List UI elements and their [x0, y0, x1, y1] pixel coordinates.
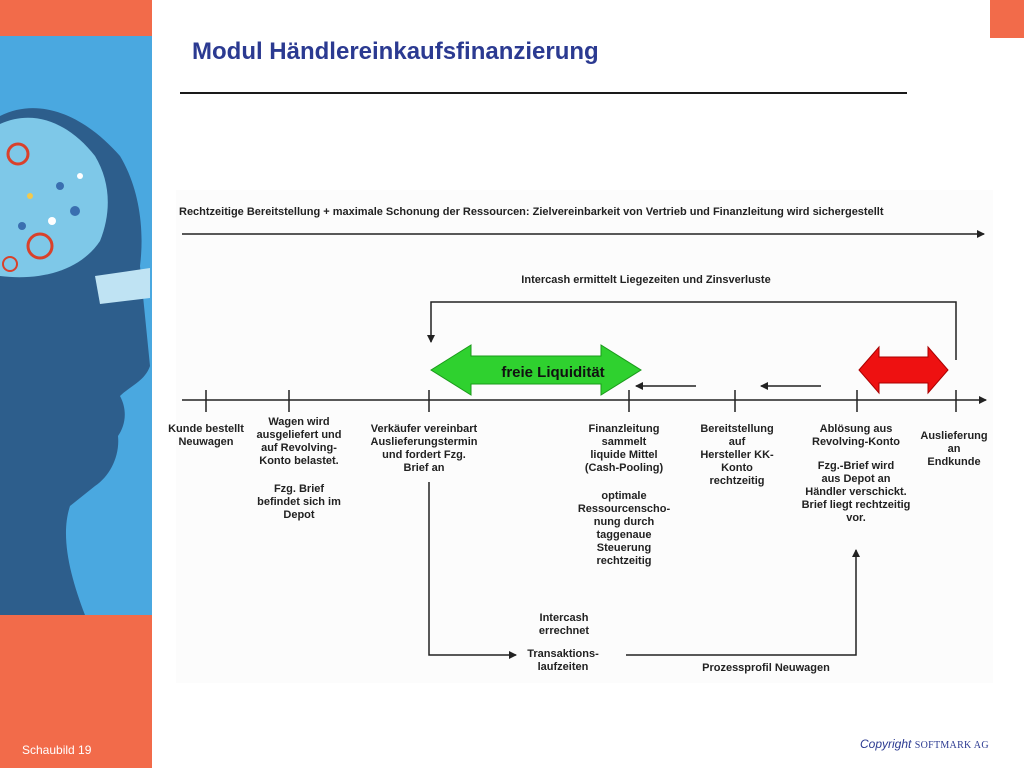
slide-number: Schaubild 19	[22, 743, 92, 757]
green-arrow-label: freie Liquidität	[501, 364, 605, 381]
bottom-return-line	[626, 549, 860, 656]
diagram-lines	[182, 230, 987, 659]
company-name: SOFTMARK AG	[914, 740, 989, 751]
corner-accent	[990, 0, 1024, 38]
copyright-line: Copyright SOFTMARK AG	[860, 737, 989, 751]
step-label: Ablösung aus Revolving-Konto	[812, 423, 900, 448]
optimal-note: optimale Ressourcenscho- nung durch tagg…	[577, 490, 671, 567]
head-illustration	[0, 108, 150, 615]
red-double-arrow	[858, 345, 949, 395]
diagram-heading: Rechtzeitige Bereitstellung + maximale S…	[179, 206, 884, 218]
title-divider	[180, 92, 907, 94]
transaction-note: Transaktions- laufzeiten	[527, 648, 599, 673]
intercash-feedback-line	[427, 301, 957, 360]
brief-note: Fzg.-Brief wird aus Depot an Händler ver…	[801, 460, 911, 524]
step-label: Wagen wird ausgeliefert und auf Revolvin…	[256, 416, 342, 467]
copyright-label: Copyright	[860, 737, 912, 751]
green-liquidity-arrow	[430, 344, 642, 396]
step-label: Bereitstellung auf Hersteller KK- Konto …	[700, 423, 774, 487]
step-label: Finanzleitung sammelt liquide Mittel (Ca…	[584, 423, 664, 474]
intercash-calc-note: Intercash errechnet	[538, 612, 590, 637]
process-profile-note: Prozessprofil Neuwagen	[702, 662, 830, 674]
bottom-flow-line	[428, 482, 517, 659]
process-diagram: Rechtzeitige Bereitstellung + maximale S…	[168, 190, 993, 683]
sidebar-bottom-accent	[0, 615, 152, 768]
page-title: Modul Händlereinkaufsfinanzierung	[192, 38, 599, 65]
depot-note: Fzg. Brief befindet sich im Depot	[257, 483, 341, 521]
step-label: Kunde bestellt Neuwagen	[168, 423, 244, 448]
intercash-top-label: Intercash ermittelt Liegezeiten und Zins…	[521, 274, 771, 286]
sidebar-top-accent	[0, 0, 152, 36]
step-label: Auslieferung an Endkunde	[920, 430, 988, 468]
step-label: Verkäufer vereinbart Auslieferungstermin…	[370, 423, 478, 474]
